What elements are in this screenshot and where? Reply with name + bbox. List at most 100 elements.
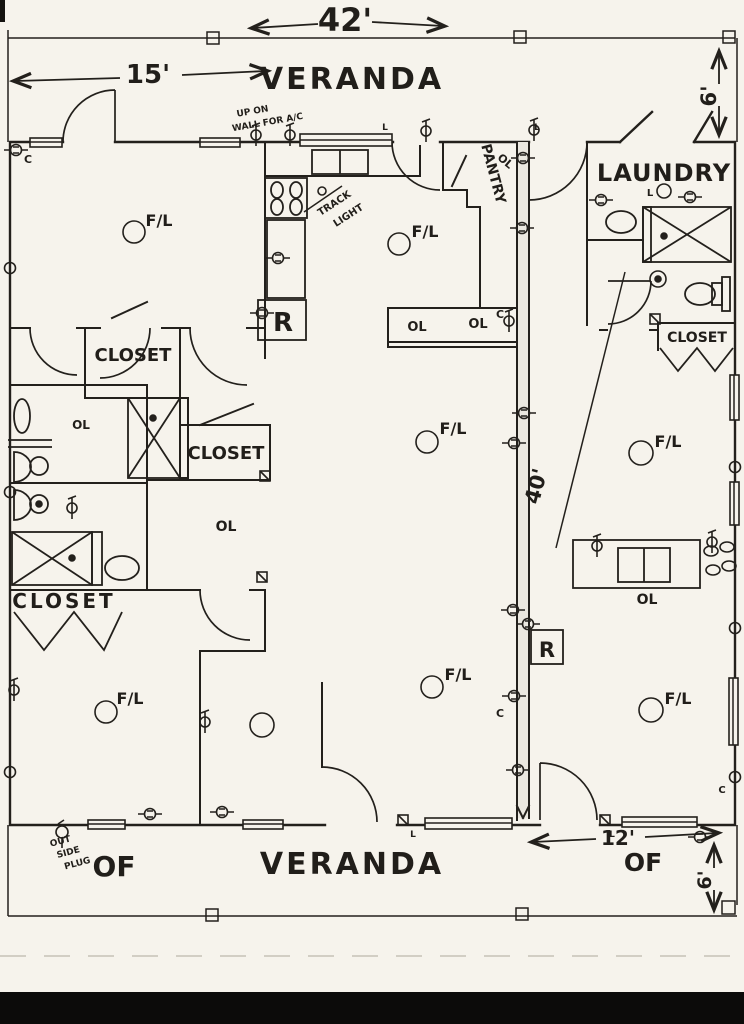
light-symbol bbox=[649, 270, 667, 288]
label-ol-bath1: OL bbox=[72, 418, 90, 432]
light-symbol bbox=[249, 712, 275, 738]
sq-symbol bbox=[397, 814, 409, 826]
label-l-top-kitchen: L bbox=[382, 123, 388, 133]
dot-symbol bbox=[660, 232, 668, 240]
door-swings bbox=[29, 89, 652, 823]
out-h-symbol bbox=[589, 193, 613, 207]
toilet-bowl-bath1 bbox=[29, 456, 49, 476]
label-ol-bar-2: OL bbox=[468, 317, 487, 332]
out-h-symbol bbox=[266, 251, 290, 265]
label-l-bottom-left-door: L bbox=[410, 830, 416, 840]
out-h-symbol bbox=[501, 603, 525, 617]
laundry-fixtures bbox=[530, 206, 734, 665]
label-closet-middle: CLOSET bbox=[188, 443, 266, 464]
refrigerator-box bbox=[257, 299, 307, 341]
label-closet-bottomleft: CLOSET bbox=[12, 589, 115, 613]
label-c-right-wall: C bbox=[718, 785, 725, 796]
dot-symbol bbox=[654, 275, 662, 283]
plug-symbol bbox=[55, 819, 69, 848]
label-l-bottom-right-door: L bbox=[609, 830, 615, 840]
sw-symbol bbox=[199, 709, 211, 733]
out-h-symbol bbox=[688, 830, 712, 844]
label-dim-42: 42' bbox=[318, 1, 372, 39]
label-dim-15: 15' bbox=[126, 60, 170, 90]
light-symbol bbox=[628, 440, 654, 466]
light-symbol bbox=[122, 220, 146, 244]
sw-symbol bbox=[706, 529, 718, 553]
out-v-symbol bbox=[728, 616, 742, 640]
sw-symbol bbox=[528, 117, 540, 141]
label-of-right: OF bbox=[624, 848, 662, 877]
out-h-symbol bbox=[678, 190, 702, 204]
label-dim-6-bottom: 6' bbox=[694, 870, 716, 889]
scan-edge-bar bbox=[0, 992, 744, 1024]
label-l-top-center: L bbox=[534, 123, 540, 133]
out-h-symbol bbox=[511, 151, 535, 165]
sink-oval bbox=[104, 555, 140, 581]
label-of-left: OF bbox=[93, 850, 136, 883]
electrical-symbols bbox=[3, 117, 742, 848]
left-wing-fixtures bbox=[8, 397, 181, 652]
light-symbol bbox=[656, 183, 672, 199]
out-v-symbol bbox=[3, 256, 17, 280]
label-fan-light-lowermid: F/L bbox=[445, 665, 472, 684]
out-h-symbol bbox=[250, 306, 274, 320]
out-h-symbol bbox=[502, 689, 526, 703]
light-symbol bbox=[387, 232, 411, 256]
label-laundry-l-mark: L bbox=[647, 188, 654, 199]
laundry-sink bbox=[605, 210, 637, 234]
kitchen-fixtures bbox=[257, 149, 369, 341]
tub bbox=[13, 398, 31, 434]
label-dim-12: 12' bbox=[601, 826, 635, 850]
sw-symbol bbox=[503, 308, 515, 332]
oval-symbol bbox=[721, 560, 737, 572]
scan-corner-mark bbox=[0, 0, 5, 22]
label-c-topleft: C bbox=[24, 153, 32, 166]
light-symbol bbox=[420, 675, 444, 699]
center-hall-wall bbox=[515, 141, 531, 821]
windows bbox=[29, 133, 740, 830]
out-h-symbol bbox=[210, 805, 234, 819]
label-closet-right: CLOSET bbox=[667, 330, 727, 346]
sw-symbol bbox=[591, 533, 603, 557]
light-symbol bbox=[317, 186, 327, 196]
dot-symbol bbox=[149, 414, 157, 422]
label-c-bar: C bbox=[496, 308, 504, 321]
label-ol-hall: OL bbox=[216, 519, 237, 535]
label-fan-light-bottomleft: F/L bbox=[117, 689, 144, 708]
light-symbol bbox=[94, 700, 118, 724]
label-veranda-top: VERANDA bbox=[260, 62, 444, 97]
out-h-symbol bbox=[516, 617, 540, 631]
label-ol-vanity: OL bbox=[637, 592, 658, 608]
light-symbol bbox=[638, 697, 664, 723]
label-refrigerator-mark: R bbox=[273, 308, 293, 338]
dot-symbol bbox=[35, 500, 43, 508]
label-laundry: LAUNDRY bbox=[597, 159, 731, 187]
track-light-leader bbox=[303, 185, 343, 213]
out-h-symbol bbox=[138, 807, 162, 821]
label-veranda-bottom: VERANDA bbox=[260, 847, 444, 882]
label-fan-light-right: F/L bbox=[655, 432, 682, 451]
out-h-symbol bbox=[510, 221, 534, 235]
label-fan-light-topleft: F/L bbox=[146, 211, 173, 230]
out-v-symbol bbox=[728, 765, 742, 789]
toilet-bowl-right bbox=[684, 282, 716, 306]
sw-symbol bbox=[420, 118, 432, 142]
sw-symbol bbox=[8, 677, 20, 701]
closet-rod-right bbox=[659, 346, 734, 373]
sq-symbol bbox=[259, 470, 271, 482]
label-dim-6-top: 6' bbox=[697, 85, 721, 106]
sq-symbol bbox=[599, 814, 611, 826]
toilet-bowl-bath2 bbox=[29, 494, 49, 514]
closet-rod-bottomleft bbox=[13, 610, 123, 652]
sq-symbol bbox=[256, 571, 268, 583]
hvac-closet-box bbox=[127, 397, 181, 479]
label-closet-upper: CLOSET bbox=[95, 345, 173, 366]
label-utility-r-mark: R bbox=[539, 638, 555, 662]
sq-symbol bbox=[649, 313, 661, 325]
out-h-symbol bbox=[4, 143, 28, 157]
out-v-symbol bbox=[3, 760, 17, 784]
utility-box bbox=[530, 629, 564, 665]
